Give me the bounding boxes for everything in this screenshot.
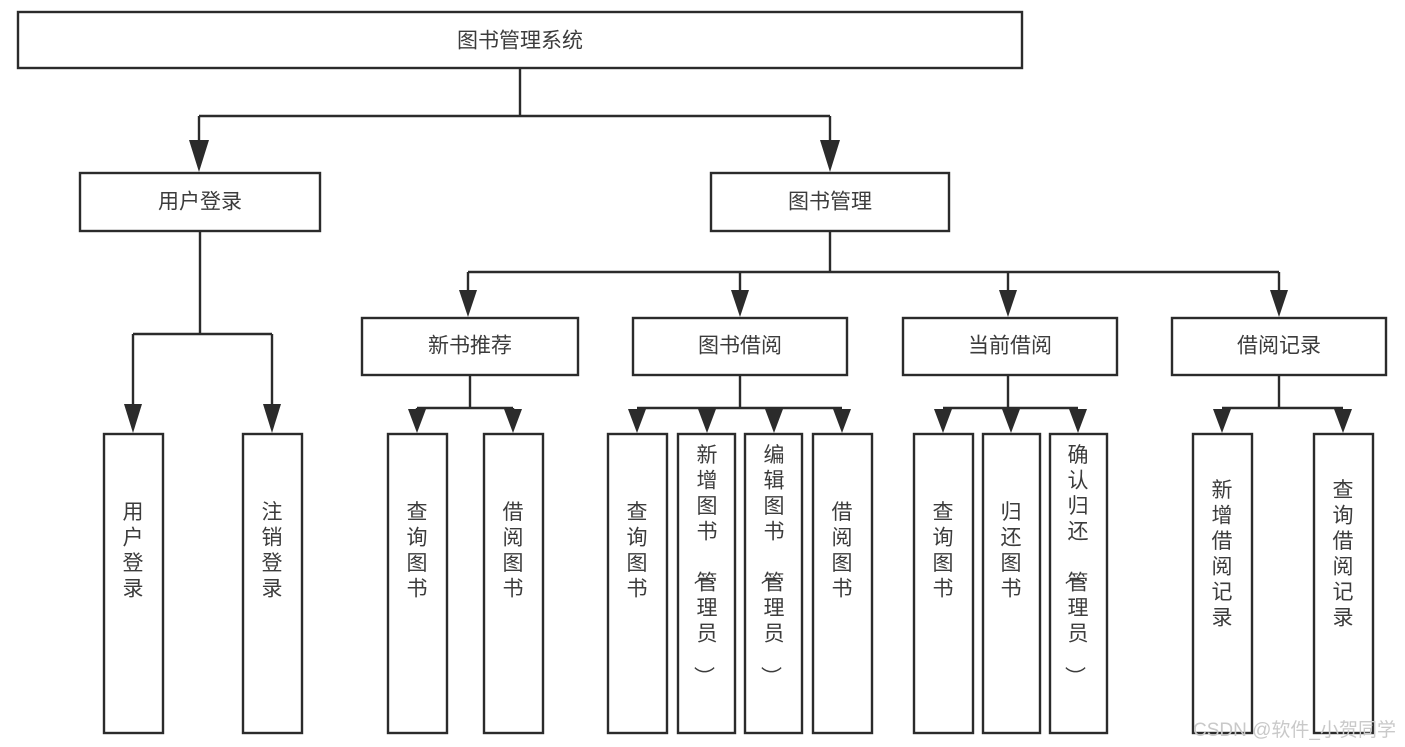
node-leaf-borrow-book-recommend[interactable]: 借阅图书	[482, 432, 545, 735]
node-leaf-query-book-borrow-box[interactable]	[606, 432, 669, 735]
node-leaf-query-book-borrow[interactable]: 查询图书	[606, 432, 669, 735]
node-book-borrow[interactable]: 图书借阅	[631, 316, 849, 377]
node-leaf-query-book-recommend-label: 查询图书	[407, 501, 428, 601]
node-leaf-return-book-box[interactable]	[981, 432, 1042, 735]
node-leaf-add-borrow-record-box[interactable]	[1191, 432, 1254, 735]
node-new-book-recommend-label: 新书推荐	[428, 335, 512, 358]
node-leaf-borrow-book-recommend-box[interactable]	[482, 432, 545, 735]
arrowhead-leaf-query-book-borrow	[628, 409, 646, 433]
node-borrow-record[interactable]: 借阅记录	[1170, 316, 1388, 377]
node-leaf-edit-book-admin-box[interactable]	[743, 432, 804, 735]
node-leaf-query-borrow-record-box[interactable]	[1312, 432, 1375, 735]
node-new-book-recommend-box[interactable]	[360, 316, 580, 377]
node-book-management[interactable]: 图书管理	[709, 171, 951, 233]
node-leaf-user-logout-box[interactable]	[241, 432, 304, 735]
node-leaf-borrow-book-recommend-label: 借阅图书	[503, 501, 524, 601]
node-leaf-add-borrow-record[interactable]: 新增借阅记录	[1191, 432, 1254, 735]
node-leaf-query-borrow-record[interactable]: 查询借阅记录	[1312, 432, 1375, 735]
node-user-login-label: 用户登录	[158, 191, 242, 214]
node-leaf-query-book-recommend[interactable]: 查询图书	[386, 432, 449, 735]
node-leaf-user-logout[interactable]: 注销登录	[241, 432, 304, 735]
node-leaf-add-book-admin-box[interactable]	[676, 432, 737, 735]
node-user-login-box[interactable]	[78, 171, 322, 233]
node-leaf-query-book-current-box[interactable]	[912, 432, 975, 735]
arrowhead-current-borrow	[999, 290, 1017, 317]
connector-layer	[124, 68, 1352, 433]
node-root[interactable]: 图书管理系统	[16, 10, 1024, 70]
node-leaf-borrow-book-label: 借阅图书	[832, 501, 853, 601]
arrowhead-leaf-query-book-recommend	[408, 409, 426, 433]
node-book-management-box[interactable]	[709, 171, 951, 233]
node-leaf-borrow-book[interactable]: 借阅图书	[811, 432, 874, 735]
arrowhead-leaf-add-borrow-record	[1213, 409, 1231, 433]
node-user-login[interactable]: 用户登录	[78, 171, 322, 233]
node-leaf-add-borrow-record-label: 新增借阅记录	[1212, 479, 1233, 630]
node-leaf-user-login-box[interactable]	[102, 432, 165, 735]
node-root-label: 图书管理系统	[457, 30, 583, 53]
arrowhead-leaf-query-borrow-record	[1334, 409, 1352, 433]
node-leaf-edit-book-admin[interactable]: 编辑图书（管理员）	[743, 432, 804, 735]
node-leaf-user-logout-label: 注销登录	[262, 501, 283, 601]
arrowhead-book-management	[820, 140, 840, 172]
arrowhead-leaf-edit-book-admin	[765, 409, 783, 433]
csdn-watermark: CSDN @软件_小贺同学	[1193, 719, 1396, 741]
node-leaf-confirm-return-admin-label: 确认归还（管理员）	[1063, 444, 1089, 687]
node-current-borrow[interactable]: 当前借阅	[901, 316, 1119, 377]
node-leaf-user-login[interactable]: 用户登录	[102, 432, 165, 735]
node-leaf-add-book-admin[interactable]: 新增图书（管理员）	[676, 432, 737, 735]
arrowhead-leaf-add-book-admin	[698, 409, 716, 433]
arrowhead-book-borrow	[731, 290, 749, 317]
arrowhead-user-login	[189, 140, 209, 172]
node-current-borrow-box[interactable]	[901, 316, 1119, 377]
node-new-book-recommend[interactable]: 新书推荐	[360, 316, 580, 377]
node-leaf-confirm-return-admin-box[interactable]	[1048, 432, 1109, 735]
arrowhead-leaf-confirm-return-admin	[1069, 409, 1087, 433]
arrowhead-leaf-user-login	[124, 404, 142, 433]
node-leaf-return-book-label: 归还图书	[1001, 501, 1022, 601]
node-borrow-record-label: 借阅记录	[1237, 335, 1321, 358]
node-leaf-user-login-label: 用户登录	[123, 501, 144, 601]
arrowhead-borrow-record	[1270, 290, 1288, 317]
arrowhead-leaf-user-logout	[263, 404, 281, 433]
node-borrow-record-box[interactable]	[1170, 316, 1388, 377]
node-current-borrow-label: 当前借阅	[968, 335, 1052, 358]
node-leaf-query-book-current-label: 查询图书	[933, 501, 954, 601]
node-leaf-borrow-book-box[interactable]	[811, 432, 874, 735]
node-leaf-add-book-admin-label: 新增图书（管理员）	[692, 444, 718, 687]
node-leaf-query-borrow-record-label: 查询借阅记录	[1333, 479, 1354, 630]
node-book-borrow-label: 图书借阅	[698, 335, 782, 358]
arrowhead-leaf-borrow-book	[833, 409, 851, 433]
node-leaf-return-book[interactable]: 归还图书	[981, 432, 1042, 735]
node-leaf-confirm-return-admin[interactable]: 确认归还（管理员）	[1048, 432, 1109, 735]
arrowhead-leaf-return-book	[1002, 409, 1020, 433]
node-book-borrow-box[interactable]	[631, 316, 849, 377]
node-leaf-query-book-borrow-label: 查询图书	[627, 501, 648, 601]
node-leaf-query-book-current[interactable]: 查询图书	[912, 432, 975, 735]
node-root-box[interactable]	[16, 10, 1024, 70]
node-book-management-label: 图书管理	[788, 191, 872, 214]
arrowhead-leaf-borrow-book-recommend	[504, 409, 522, 433]
arrowhead-new-book-recommend	[459, 290, 477, 317]
node-leaf-edit-book-admin-label: 编辑图书（管理员）	[759, 444, 785, 687]
node-leaf-query-book-recommend-box[interactable]	[386, 432, 449, 735]
arrowhead-leaf-query-book-current	[934, 409, 952, 433]
